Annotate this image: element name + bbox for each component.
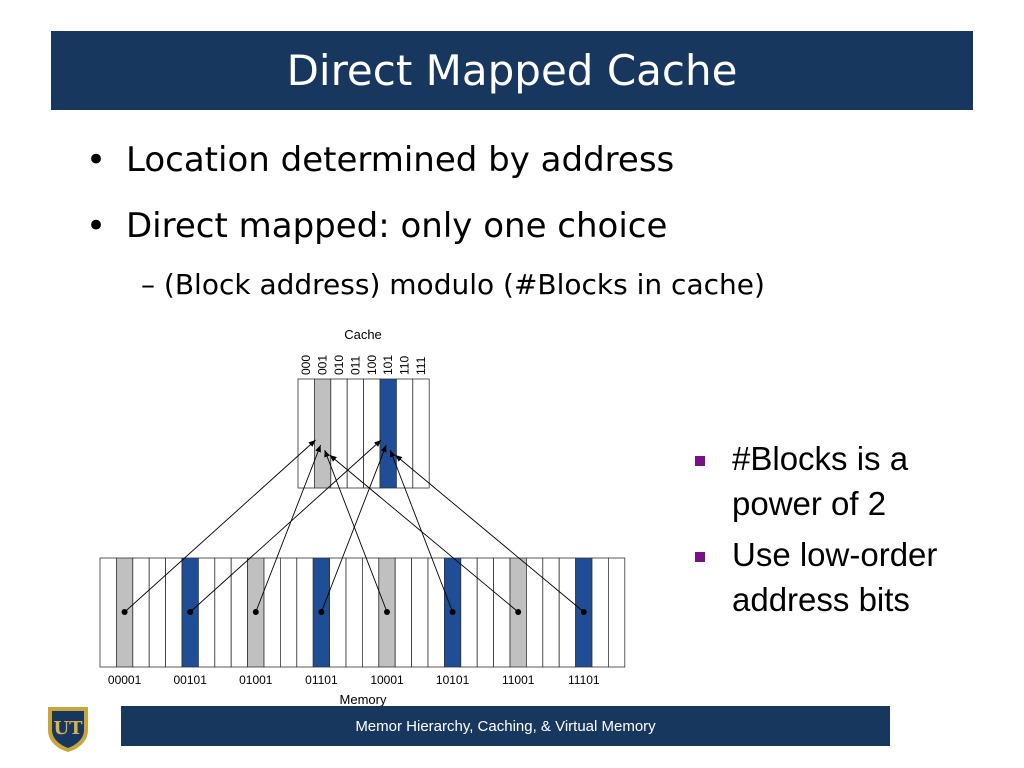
cache-index-label: 000 (299, 355, 313, 375)
memory-block (132, 557, 150, 668)
title-bar: Direct Mapped Cache (51, 31, 973, 110)
side-bullet-item: Use low-order address bits (690, 532, 1002, 622)
memory-block (214, 557, 232, 668)
cache-slot (313, 378, 332, 489)
memory-address-label: 01001 (239, 673, 273, 687)
memory-block (427, 557, 445, 668)
memory-block (608, 557, 626, 668)
cache-index-label: 110 (398, 356, 412, 375)
memory-block (99, 557, 117, 668)
memory-block (460, 557, 478, 668)
footer-text: Memor Hierarchy, Caching, & Virtual Memo… (355, 717, 656, 735)
memory-address-label: 00001 (108, 673, 142, 687)
memory-block (411, 557, 429, 668)
memory-block (329, 557, 347, 668)
mapping-arrow (394, 454, 585, 613)
mapping-arrow (189, 439, 382, 613)
cache-slot (412, 378, 430, 489)
memory-block (493, 557, 511, 668)
cache-index-label: 111 (414, 356, 428, 375)
svg-text:UT: UT (53, 718, 83, 739)
bullet-square-icon (695, 552, 705, 562)
side-bullet-text: Use low-order address bits (732, 536, 938, 618)
bullet-text: Location determined by address (126, 140, 675, 180)
memory-block (591, 557, 609, 668)
memory-address-label: 01101 (305, 673, 338, 687)
bullet-text: Direct mapped: only one choice (126, 206, 668, 246)
memory-block (197, 557, 216, 668)
cache-slot (297, 378, 315, 489)
cache-label: Cache (344, 327, 382, 342)
memory-block (165, 557, 183, 668)
mapping-arrows (124, 439, 585, 613)
memory-address-label: 11101 (568, 673, 600, 687)
sub-bullet-text: – (Block address) modulo (#Blocks in cac… (141, 268, 765, 301)
memory-block (148, 557, 166, 668)
bullet-item: • Direct mapped: only one choice (86, 201, 765, 267)
mapping-arrow (329, 454, 519, 613)
cache-index-label: 100 (365, 355, 379, 375)
bullet-item: • Location determined by address (86, 135, 765, 201)
bullet-list: • Location determined by address • Direct … (86, 135, 765, 303)
memory-block (296, 557, 314, 668)
mapping-arrow (324, 449, 388, 613)
bullet-marker: • (86, 140, 107, 180)
memory-address-label: 11001 (502, 673, 535, 687)
cache-slot (379, 378, 397, 489)
mapping-arrow (255, 444, 322, 613)
memory-block (558, 557, 577, 668)
memory-address-label: 00101 (174, 673, 208, 687)
slide-title: Direct Mapped Cache (286, 46, 738, 95)
memory-block (279, 557, 298, 668)
cache-index-label: 001 (316, 355, 330, 375)
memory-block-dot (252, 609, 259, 615)
memory-address-label: 10001 (370, 673, 404, 687)
mapping-arrow (320, 444, 387, 613)
cache-index-label: 010 (332, 355, 346, 375)
ut-shield-logo: UT (44, 704, 92, 759)
side-bullet-text: #Blocks is a power of 2 (732, 440, 909, 522)
memory-block-array: 00001 00101 01001 01101 10001 10101 11001 11101 (99, 557, 626, 687)
side-bullet-list: #Blocks is a power of 2 Use low-order ad… (690, 436, 1002, 628)
memory-block (263, 557, 281, 668)
memory-label: Memory (340, 692, 387, 707)
footer-bar: Memor Hierarchy, Caching, & Virtual Memo… (121, 706, 890, 746)
mapping-arrow (124, 439, 316, 613)
cache-slot (363, 378, 381, 489)
memory-block (394, 557, 413, 668)
memory-block (476, 557, 495, 668)
memory-address-label: 10101 (436, 673, 470, 687)
memory-block (542, 557, 560, 668)
bullet-square-icon (695, 456, 705, 466)
memory-block (526, 557, 544, 668)
cache-index-label: 011 (348, 356, 362, 375)
memory-block (361, 557, 380, 668)
memory-block (345, 557, 363, 668)
side-bullet-item: #Blocks is a power of 2 (690, 436, 1002, 526)
cache-index-label: 101 (381, 355, 395, 375)
memory-block (230, 557, 248, 668)
bullet-marker: • (86, 206, 107, 246)
